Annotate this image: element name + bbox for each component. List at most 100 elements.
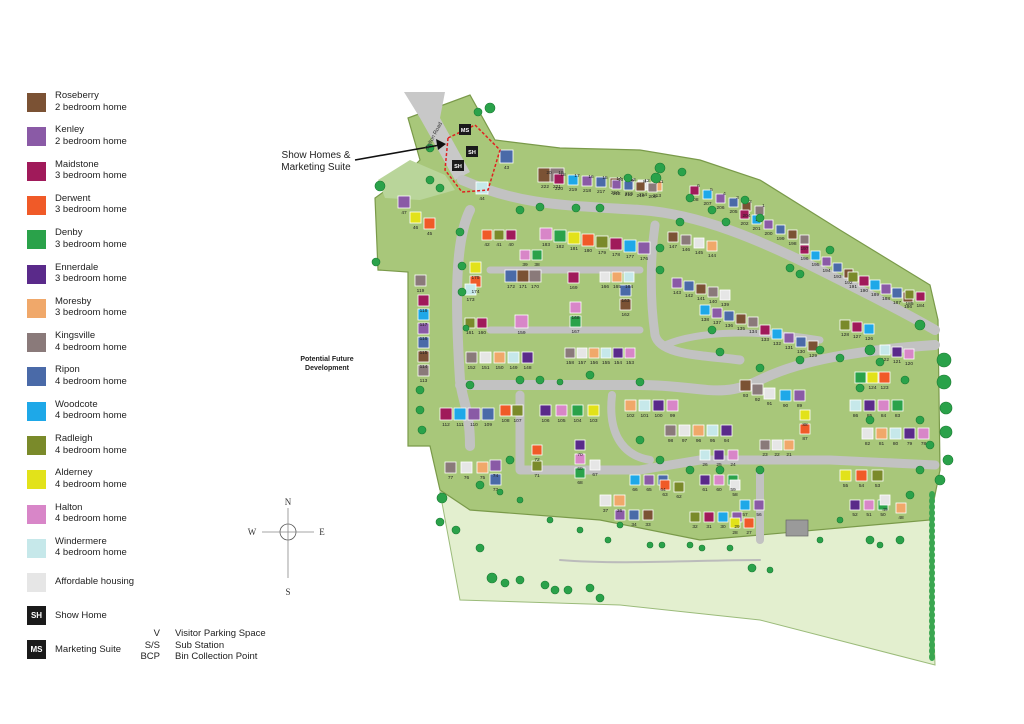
plot-number: 4	[723, 191, 726, 197]
plot-number: 52	[852, 512, 858, 518]
plot-number: 59	[730, 487, 736, 493]
plot-number: 130	[797, 349, 805, 355]
house	[717, 511, 729, 523]
house	[692, 424, 705, 437]
house	[647, 182, 658, 193]
house	[507, 351, 520, 364]
hedge-icon	[929, 635, 935, 643]
plot-number: 38	[534, 262, 540, 268]
plot-number: 133	[761, 337, 769, 343]
plot-number: 62	[676, 494, 682, 500]
plot-number: 171	[519, 284, 527, 290]
house	[706, 240, 718, 252]
tree-icon	[435, 517, 445, 527]
plot-number: 104	[573, 418, 581, 424]
hedge-icon	[929, 491, 935, 499]
house	[863, 323, 875, 335]
compass-icon: N S E W	[248, 497, 326, 597]
trees	[371, 102, 954, 661]
plot-number: 66	[632, 487, 638, 493]
house	[465, 351, 478, 364]
house	[855, 469, 868, 482]
house	[417, 294, 430, 307]
tree-icon	[755, 213, 765, 223]
house	[619, 284, 632, 297]
tree-icon	[371, 257, 381, 267]
house	[713, 474, 725, 486]
plot-number: 218	[583, 188, 591, 194]
plot-number: 137	[713, 320, 721, 326]
plot-number: 181	[570, 246, 578, 252]
plot-number: 170	[531, 284, 539, 290]
legend-house-desc: 4 bedroom home	[55, 444, 127, 456]
plot-number: 19	[558, 170, 564, 176]
plot-number: 139	[721, 302, 729, 308]
hedge-icon	[929, 503, 935, 511]
plot-number: 217	[597, 189, 605, 195]
house	[476, 317, 488, 329]
house	[567, 231, 581, 245]
house	[587, 404, 600, 417]
plot-number: 54	[859, 483, 865, 489]
tree-icon	[914, 319, 926, 331]
legend-house-name: Woodcote	[55, 398, 98, 410]
tree-icon	[535, 202, 545, 212]
house	[821, 256, 832, 267]
plot-number: 92	[755, 397, 761, 403]
hedge-icon	[929, 623, 935, 631]
house	[706, 424, 719, 437]
hedge-icon	[929, 515, 935, 523]
plot-number: 111	[456, 422, 464, 428]
plot-number: 157	[578, 360, 586, 366]
plot-number: 1	[762, 203, 765, 209]
house	[807, 340, 819, 352]
house	[771, 328, 783, 340]
house	[475, 181, 489, 195]
hedge-icon	[929, 557, 935, 565]
plot-number: 161	[466, 330, 474, 336]
plot-number: 128	[841, 332, 849, 338]
tree-icon	[936, 374, 952, 390]
plot-number: 167	[571, 329, 579, 335]
tree-icon	[515, 205, 525, 215]
house	[880, 283, 892, 295]
plot-number: 30	[720, 524, 726, 530]
house	[581, 233, 595, 247]
plot-number: 156	[590, 360, 598, 366]
tree-icon	[825, 245, 835, 255]
plot-number: 149	[509, 365, 517, 371]
house	[739, 379, 752, 392]
legend-swatch	[27, 93, 46, 112]
house	[891, 399, 904, 412]
hedge-icon	[929, 509, 935, 517]
house	[858, 275, 870, 287]
house	[917, 427, 930, 440]
house	[699, 449, 711, 461]
plot-number: 126	[865, 336, 873, 342]
house	[464, 317, 476, 329]
tree-icon	[936, 352, 952, 368]
plot-number: 48	[898, 515, 904, 521]
legend-house-desc: 4 bedroom home	[55, 478, 127, 490]
plot-number: 169	[569, 285, 577, 291]
plot-number: 9	[631, 178, 634, 184]
plot-number: 46	[413, 225, 419, 231]
legend-house-name: Derwent	[55, 192, 91, 204]
tree-icon	[455, 227, 465, 237]
plot-number: 178	[612, 252, 620, 258]
show-home-label: Show Home	[55, 610, 107, 621]
plot-number: 98	[668, 438, 674, 444]
house	[779, 389, 792, 402]
house	[397, 195, 411, 209]
house	[839, 469, 852, 482]
house	[564, 347, 576, 359]
plot-number: 47	[401, 210, 407, 216]
plot-number: 29	[734, 524, 740, 530]
house	[759, 324, 771, 336]
plot-number: 117	[420, 322, 428, 328]
plot-number: 144	[708, 253, 716, 259]
tree-icon	[795, 355, 805, 365]
